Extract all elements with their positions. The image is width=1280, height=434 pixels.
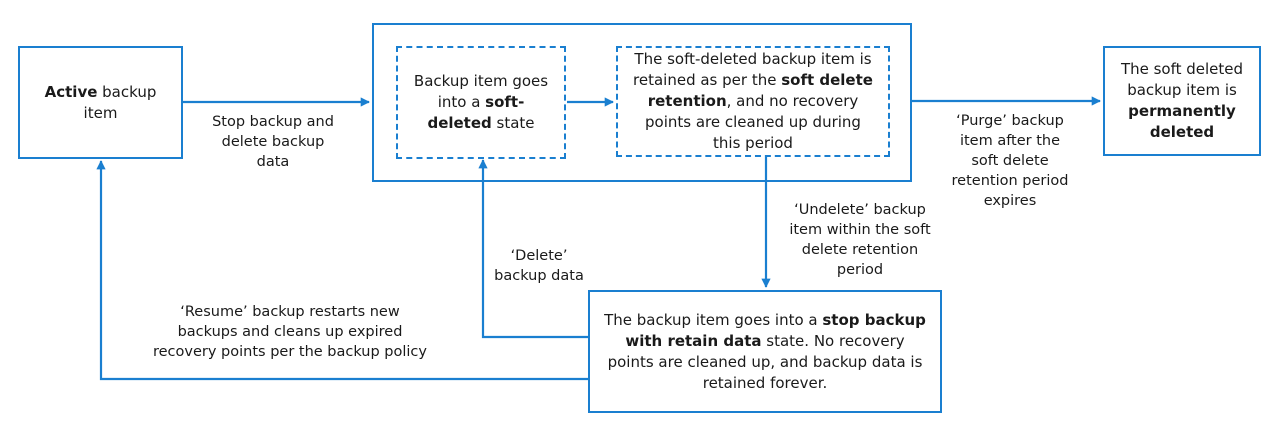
node-active-bold: Active (44, 82, 98, 101)
node-stopretain-pre: The backup item goes into a (604, 310, 823, 329)
node-active-text: backup item (83, 82, 157, 122)
node-retained-bold: soft delete retention (647, 71, 873, 110)
node-softdeleted-post: state (491, 114, 535, 132)
edge-label-undelete: ‘Undelete’ backup item within the soft d… (789, 202, 931, 278)
edge-label-purge: ‘Purge’ backup item after the soft delet… (951, 113, 1069, 209)
node-stopretain-post: state. No recovery points are cleaned up… (607, 331, 923, 392)
node-softdeleted-bold: soft-deleted (427, 93, 525, 132)
edge-label-delete: ‘Delete’ backup data (494, 248, 584, 284)
node-stop-backup-retain-data: The backup item goes into a stop backup … (588, 290, 942, 413)
edge-label-stop-delete: Stop backup and delete backup data (212, 114, 334, 170)
node-retained-pre: The soft-deleted backup item is retained… (633, 50, 872, 89)
node-soft-deleted-state: Backup item goes into a soft-deleted sta… (396, 46, 566, 159)
node-permanent-pre: The soft deleted backup item is (1120, 60, 1244, 99)
node-softdeleted-pre: Backup item goes into a (413, 72, 549, 111)
node-retained-post: , and no recovery points are cleaned up … (645, 92, 861, 152)
node-stopretain-bold: stop backup with retain data (625, 310, 926, 350)
node-permanent-bold: permanently deleted (1128, 102, 1236, 141)
edge-label-resume: ‘Resume’ backup restarts new backups and… (152, 304, 427, 360)
node-soft-delete-retention: The soft-deleted backup item is retained… (616, 46, 890, 157)
node-permanently-deleted: The soft deleted backup item is permanen… (1103, 46, 1261, 156)
soft-delete-group-container (372, 23, 912, 182)
arrow-delete (478, 159, 588, 339)
arrow-resume (96, 160, 588, 381)
node-active-backup-item: Active backup item (18, 46, 183, 159)
